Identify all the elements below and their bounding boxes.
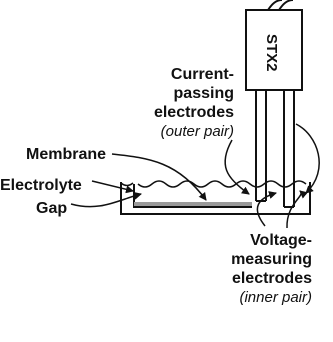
label-current-line1: Current- [171, 66, 234, 83]
membrane [134, 202, 252, 206]
label-voltage-line1: Voltage- [250, 232, 312, 249]
inner-surface [137, 180, 307, 188]
label-electrolyte: Electrolyte [0, 177, 82, 194]
label-gap: Gap [36, 200, 67, 217]
device-box [245, 9, 303, 91]
membrane-cup [133, 184, 252, 208]
gap-arrow [70, 191, 142, 208]
current-arrow-right [295, 123, 320, 194]
label-voltage-line2: measuring [231, 251, 312, 268]
label-current-line3: electrodes [154, 104, 234, 121]
label-current-line2: passing [174, 85, 234, 102]
voltage-arrow-right [286, 190, 308, 229]
label-current-note: (outer pair) [161, 123, 234, 140]
stx2-device: STX2 [245, 0, 303, 91]
voltage-electrodes [283, 90, 295, 208]
label-membrane: Membrane [26, 146, 106, 163]
electrolyte-container [120, 182, 311, 215]
voltage-arrow-left [256, 191, 277, 227]
label-voltage-line3: electrodes [232, 270, 312, 287]
current-arrow-left [224, 139, 250, 195]
label-voltage-note: (inner pair) [239, 289, 312, 306]
device-label: STX2 [263, 34, 280, 72]
membrane-arrow [111, 153, 207, 201]
electrolyte-arrow [91, 180, 134, 194]
outer-surface-left [120, 182, 134, 187]
device-cable-2 [278, 0, 294, 11]
device-cable-1 [267, 0, 283, 11]
